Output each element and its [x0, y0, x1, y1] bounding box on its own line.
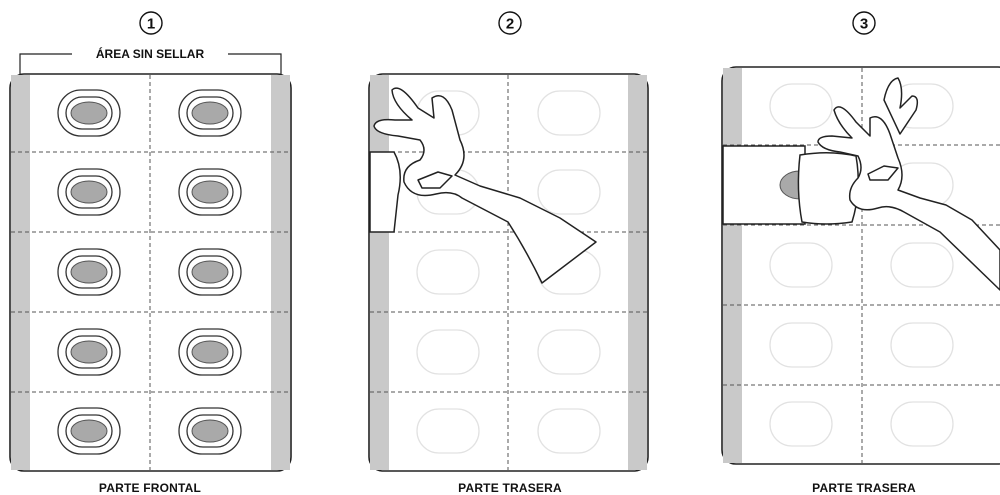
- blister-outline: [416, 329, 480, 375]
- back2-right-strip: [628, 75, 647, 470]
- back2-perforations: [370, 75, 647, 470]
- back3-left-strip: [723, 68, 742, 463]
- blister-outline: [890, 242, 954, 288]
- back3-blister-outlines: [769, 83, 954, 447]
- step-3-circle: [852, 11, 876, 35]
- panel-front: 1 ÁREA SIN SELLAR PARTE FRONTAL: [9, 11, 292, 495]
- panel-back-peel: 2 PARTE TRASERA: [368, 11, 649, 495]
- blister-outline: [769, 242, 833, 288]
- blister-cell: [178, 168, 242, 216]
- step-2-circle: [498, 11, 522, 35]
- blister-outline: [416, 408, 480, 454]
- front-left-unsealed-strip: [11, 75, 30, 470]
- pill-icon: [191, 340, 229, 364]
- blister-cell: [178, 248, 242, 296]
- step-3-number: 3: [860, 16, 868, 33]
- blister-cell: [178, 89, 242, 137]
- pill-icon: [70, 260, 108, 284]
- unsealed-area-label: ÁREA SIN SELLAR: [96, 46, 205, 61]
- step-1-circle: [139, 11, 163, 35]
- panel-back-peeled: 3 PARTE TRASERA: [721, 11, 1000, 495]
- blister-cell: [57, 89, 121, 137]
- blister-cell: [178, 407, 242, 455]
- peeled-foil-corner: [369, 151, 401, 233]
- pill-icon: [191, 101, 229, 125]
- blister-outline: [537, 90, 601, 136]
- hand3-thumb-icon: [883, 77, 919, 135]
- blister-outline: [416, 249, 480, 295]
- pill-icon: [70, 101, 108, 125]
- pill-icon: [191, 419, 229, 443]
- blister-cell: [57, 328, 121, 376]
- blister-outline: [890, 322, 954, 368]
- pill-icon: [70, 340, 108, 364]
- front-perforations: [11, 75, 290, 470]
- blister-outline: [769, 322, 833, 368]
- pill-icon: [70, 419, 108, 443]
- step-1-caption: PARTE FRONTAL: [99, 481, 201, 495]
- hand3-fingertip-icon: [867, 165, 899, 181]
- blister-cell: [178, 328, 242, 376]
- pill-icon: [191, 260, 229, 284]
- pill-icon: [70, 180, 108, 204]
- blister-cell: [57, 407, 121, 455]
- step-1-number: 1: [147, 16, 155, 33]
- step-2-caption: PARTE TRASERA: [458, 481, 562, 495]
- blister-outline: [537, 169, 601, 215]
- front-blister-grid: [57, 89, 242, 455]
- peeled-foil-flap: [797, 152, 859, 225]
- step-3-caption: PARTE TRASERA: [812, 481, 916, 495]
- step-2-number: 2: [506, 16, 514, 33]
- blister-cell: [57, 168, 121, 216]
- hand-peeling-icon: [373, 87, 597, 284]
- blister-outline: [537, 329, 601, 375]
- hand-holding-foil-icon: [817, 106, 1000, 291]
- blister-outline: [769, 401, 833, 447]
- blister-outline: [537, 408, 601, 454]
- blister-outline: [769, 83, 833, 129]
- front-right-unsealed-strip: [271, 75, 290, 470]
- blister-outline: [890, 401, 954, 447]
- pill-icon: [191, 180, 229, 204]
- exposed-cell: [722, 145, 806, 225]
- blister-cell: [57, 248, 121, 296]
- fingertip-tab-icon: [417, 171, 453, 189]
